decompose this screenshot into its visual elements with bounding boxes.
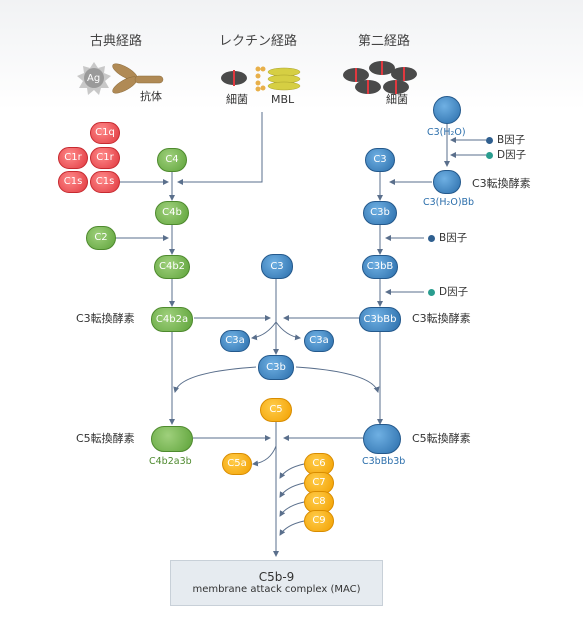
c9-node: C9 bbox=[304, 510, 334, 532]
bacteria-label-lectin: 細菌 bbox=[226, 93, 248, 106]
c3bbb-node: C3bBb bbox=[359, 307, 401, 332]
alternative-pathway-heading: 第二経路 bbox=[357, 34, 411, 49]
factor-d-dot-icon bbox=[486, 151, 493, 159]
factor-b-label-1: B因子 bbox=[486, 135, 525, 146]
c6-node: C6 bbox=[304, 453, 334, 475]
c3-right-node: C3 bbox=[365, 148, 395, 172]
c4-node: C4 bbox=[157, 148, 187, 172]
c1q-node: C1q bbox=[90, 122, 120, 144]
c4b2a-node: C4b2a bbox=[151, 307, 193, 332]
c5-convertase-label-classical: C5転換酵素 bbox=[76, 432, 135, 445]
c3-convertase-label-classical: C3転換酵素 bbox=[76, 312, 135, 325]
c1s-node-right: C1s bbox=[90, 171, 120, 193]
factor-d-dot-icon bbox=[428, 288, 435, 296]
c4b2a3b-node bbox=[151, 426, 193, 452]
classical-pathway-heading: 古典経路 bbox=[89, 34, 143, 49]
mac-box: C5b-9 membrane attack complex (MAC) bbox=[170, 560, 383, 606]
c2-node: C2 bbox=[86, 226, 116, 250]
factor-b-dot-icon bbox=[428, 234, 435, 242]
c1r-node-right: C1r bbox=[90, 147, 120, 169]
c1s-node-left: C1s bbox=[58, 171, 88, 193]
c3h2o-node bbox=[433, 96, 461, 124]
c5a-node: C5a bbox=[222, 453, 252, 475]
c3h2obb-caption: C3(H₂O)Bb bbox=[423, 197, 475, 208]
lectin-pathway-heading: レクチン経路 bbox=[218, 34, 298, 49]
c1r-node-left: C1r bbox=[58, 147, 88, 169]
c5-node: C5 bbox=[260, 398, 292, 422]
c3a-right-node: C3a bbox=[304, 330, 334, 352]
c3-convertase-label-alternative: C3転換酵素 bbox=[412, 312, 471, 325]
antibody-label: 抗体 bbox=[140, 90, 162, 103]
c3a-left-node: C3a bbox=[220, 330, 250, 352]
c3h2o-caption: C3(H₂O) bbox=[427, 127, 466, 138]
antigen-antibody-illustration bbox=[77, 62, 164, 95]
bacteria-label-alternative: 細菌 bbox=[386, 93, 408, 106]
c4b-node: C4b bbox=[155, 201, 189, 225]
antigen-label: Ag bbox=[87, 73, 101, 84]
bacteria-cluster-illustration bbox=[343, 61, 417, 94]
c8-node: C8 bbox=[304, 491, 334, 513]
c4b2-node: C4b2 bbox=[154, 255, 190, 279]
c3b-center-node: C3b bbox=[258, 355, 294, 380]
bacteria-mbl-illustration bbox=[221, 66, 301, 92]
factor-b-dot-icon bbox=[486, 136, 493, 144]
c3b-right-node: C3b bbox=[363, 201, 397, 225]
c3bbb3b-caption: C3bBb3b bbox=[362, 456, 406, 467]
factor-b-label-2: B因子 bbox=[428, 233, 467, 244]
factor-d-label-1: D因子 bbox=[486, 150, 526, 161]
c3bbb3b-node bbox=[363, 424, 401, 454]
mbl-label: MBL bbox=[271, 93, 295, 106]
c3-convertase-label-fluid: C3転換酵素 bbox=[472, 177, 531, 190]
mac-title: C5b-9 bbox=[258, 569, 295, 584]
c4b2a3b-caption: C4b2a3b bbox=[149, 456, 192, 467]
factor-d-label-2: D因子 bbox=[428, 287, 468, 298]
c3-center-node: C3 bbox=[261, 254, 293, 279]
c3h2obb-node bbox=[433, 170, 461, 194]
mac-subtitle: membrane attack complex (MAC) bbox=[192, 584, 361, 596]
c3bb-node: C3bB bbox=[362, 255, 398, 279]
c5-convertase-label-alternative: C5転換酵素 bbox=[412, 432, 471, 445]
